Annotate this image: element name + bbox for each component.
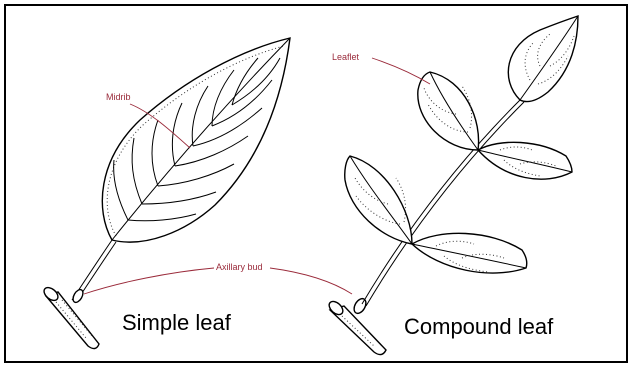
simple-stem-cylinder: [42, 285, 99, 349]
midrib-label: Midrib: [106, 92, 131, 102]
leaflet-terminal: [508, 16, 578, 102]
simple-axillary-bud: [71, 288, 85, 304]
compound-axillary-bud: [352, 297, 369, 316]
leaflet-upper-left: [418, 72, 479, 150]
simple-leaf-caption: Simple leaf: [122, 310, 232, 335]
axillary-bud-leader-compound: [270, 268, 352, 294]
simple-leaf: [42, 38, 290, 349]
axillary-bud-label: Axillary bud: [216, 262, 263, 272]
compound-leaf-caption: Compound leaf: [404, 314, 554, 339]
leaflet-label: Leaflet: [332, 52, 360, 62]
leaflet-lower-right: [412, 233, 527, 273]
leaflet-middle-right: [478, 142, 572, 179]
compound-leaf: [327, 16, 578, 355]
axillary-bud-leader-simple: [84, 268, 214, 294]
leaflet-middle-left: [345, 156, 412, 244]
